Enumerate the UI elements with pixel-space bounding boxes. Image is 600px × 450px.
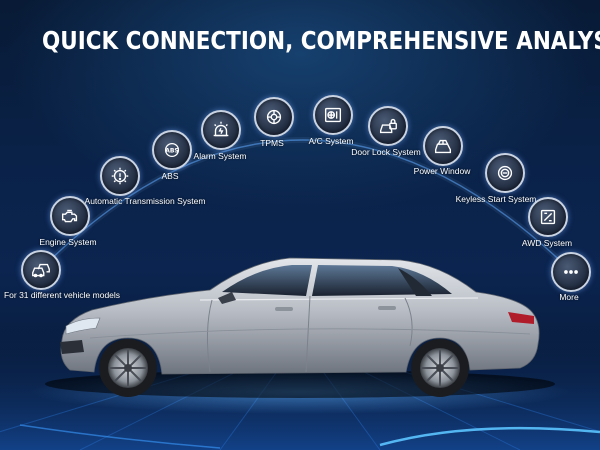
transmission-warning-icon [100,156,140,196]
feature-label: Engine System [39,237,97,247]
car-pair-icon [21,250,61,290]
feature-label: A/C System [308,136,354,146]
rear-wheel [411,339,469,397]
more-dots-icon[interactable] [551,252,591,292]
door-lock-icon [368,106,408,146]
feature-arc [39,139,571,271]
keyless-start-icon [485,153,525,193]
feature-label: More [559,292,579,302]
svg-text:ABS: ABS [165,147,178,154]
feature-label: For 31 different vehicle models [3,290,121,300]
awd-icon [528,197,568,237]
air-conditioning-icon [313,95,353,135]
feature-label: AWD System [521,238,573,248]
feature-label: Power Window [413,166,471,176]
feature-label: Automatic Transmission System [84,196,206,206]
feature-label: ABS [161,171,179,181]
feature-label: Keyless Start System [455,194,537,204]
front-wheel [99,339,157,397]
feature-label: Alarm System [193,151,247,161]
feature-label: Door Lock System [351,147,421,157]
headline: QUICK CONNECTION, COMPREHENSIVE ANALYSIS [42,26,600,55]
tire-pressure-icon [254,97,294,137]
power-window-icon [423,126,463,166]
engine-icon [50,196,90,236]
alarm-icon [201,110,241,150]
abs-icon: ABS [152,130,192,170]
feature-label: TPMS [260,138,284,148]
